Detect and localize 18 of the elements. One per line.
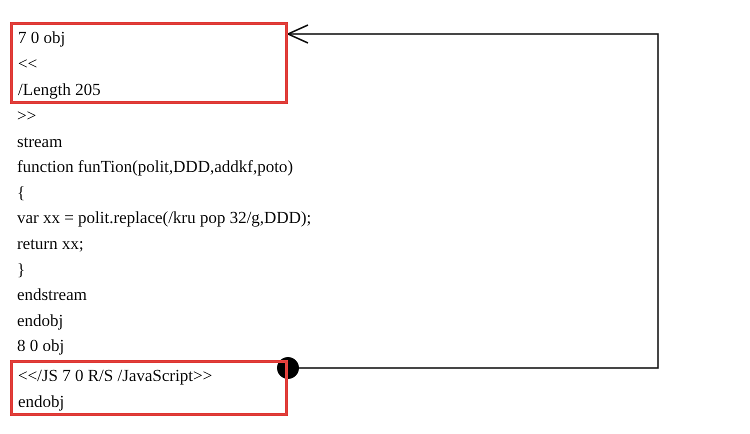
code-line: /Length 205 <box>18 79 101 101</box>
code-line: } <box>17 258 26 281</box>
code-line: 8 0 obj <box>17 335 64 358</box>
code-line: endobj <box>17 310 64 332</box>
code-line: var xx = polit.replace(/kru pop 32/g,DDD); <box>17 207 312 230</box>
code-line: <</JS 7 0 R/S /JavaScript>> <box>18 365 212 387</box>
code-line: stream <box>17 130 62 153</box>
highlight-box <box>10 22 288 104</box>
highlight-box <box>10 360 288 416</box>
arrow <box>277 24 659 379</box>
code-line: return xx; <box>17 233 84 255</box>
code-line: function funTion(polit,DDD,addkf,poto) <box>17 156 294 178</box>
code-line: endstream <box>17 284 87 306</box>
code-line: 7 0 obj <box>18 27 66 49</box>
code-line: << <box>18 53 38 75</box>
code-line: endobj <box>18 391 64 413</box>
code-line: { <box>17 182 26 204</box>
code-line: >> <box>17 105 36 127</box>
